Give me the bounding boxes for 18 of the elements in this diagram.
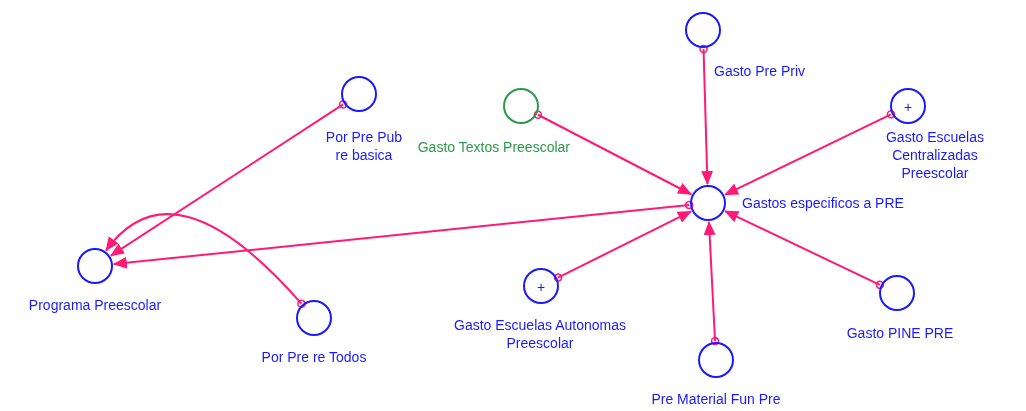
arrow <box>724 110 896 196</box>
plus-sign: + <box>903 100 913 114</box>
variable-label: Gasto Pre Priv <box>714 62 807 80</box>
arrow <box>724 210 885 290</box>
variable-label: Por Pre Pub re basica <box>324 128 404 164</box>
variable-label: Por Pre re Todos <box>260 348 368 366</box>
arrow <box>109 100 348 257</box>
variable-label: Gasto PINE PRE <box>845 324 955 342</box>
plus-sign: + <box>536 280 546 294</box>
arrow <box>533 110 693 196</box>
arrow <box>105 213 306 308</box>
variable-label: Gasto Escuelas Centralizadas Preescolar <box>884 128 986 182</box>
variable-label: Programa Preescolar <box>27 296 163 314</box>
variable-label: Gastos especificos a PRE <box>742 194 905 212</box>
variable-label: Pre Material Fun Pre <box>650 390 782 408</box>
arrow <box>553 210 692 282</box>
variable-label: Gasto Escuelas Autonomas Preescolar <box>453 316 627 352</box>
arrow <box>699 44 714 185</box>
